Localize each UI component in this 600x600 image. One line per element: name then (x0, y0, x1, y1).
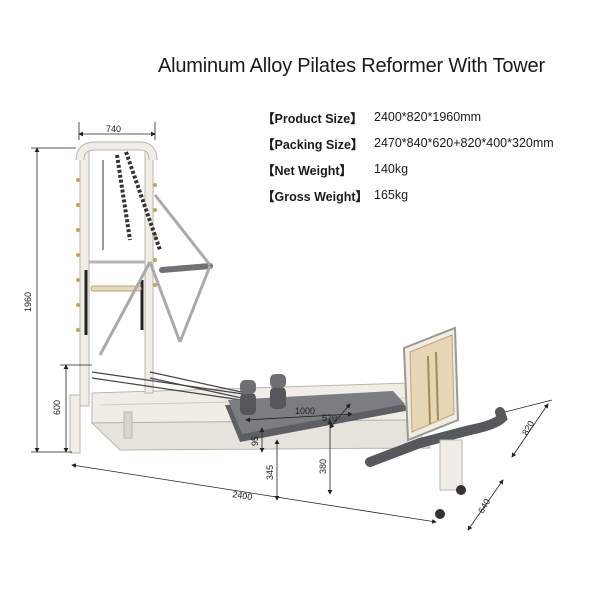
dim-carriage-clearance: 95 (250, 436, 260, 446)
dim-tower-width: 740 (106, 124, 121, 134)
spec-label: 【Net Weight】 (262, 163, 353, 178)
dim-length: 2400 (232, 489, 253, 502)
dim-carriage-length: 1000 (295, 406, 315, 416)
spec-label: 【Product Size】 (262, 111, 363, 126)
jump-board (402, 326, 460, 442)
dimension-lines (31, 122, 553, 531)
spec-label: 【Gross Weight】 (262, 189, 369, 204)
dim-height: 1960 (23, 292, 33, 312)
spec-value: 2400*820*1960mm (374, 110, 482, 124)
page-title: Aluminum Alloy Pilates Reformer With Tow… (158, 55, 545, 77)
spec-value: 165kg (374, 188, 409, 202)
dim-frame-height: 600 (52, 400, 62, 415)
dim-carriage-width: 570 (322, 413, 337, 423)
reformer-machine (69, 141, 508, 519)
ropes (91, 371, 261, 403)
spec-label: 【Packing Size】 (262, 137, 364, 152)
spec-row-gross-weight: 【Gross Weight】 165kg (262, 182, 554, 208)
dim-bed-height: 380 (318, 459, 328, 474)
spec-value: 140kg (374, 162, 409, 176)
dim-foot-base: 640 (476, 497, 492, 515)
foot-bar (365, 407, 508, 519)
spec-table: 【Product Size】 2400*820*1960mm 【Packing … (262, 104, 554, 208)
spec-row-product-size: 【Product Size】 2400*820*1960mm (262, 104, 554, 130)
spec-row-packing-size: 【Packing Size】 2470*840*620+820*400*320m… (262, 130, 554, 156)
dim-width: 820 (520, 419, 536, 437)
dim-rail-height: 345 (265, 465, 275, 480)
tower-frame (75, 141, 213, 407)
spec-value: 2470*840*620+820*400*320mm (374, 136, 554, 150)
spec-row-net-weight: 【Net Weight】 140kg (262, 156, 554, 182)
